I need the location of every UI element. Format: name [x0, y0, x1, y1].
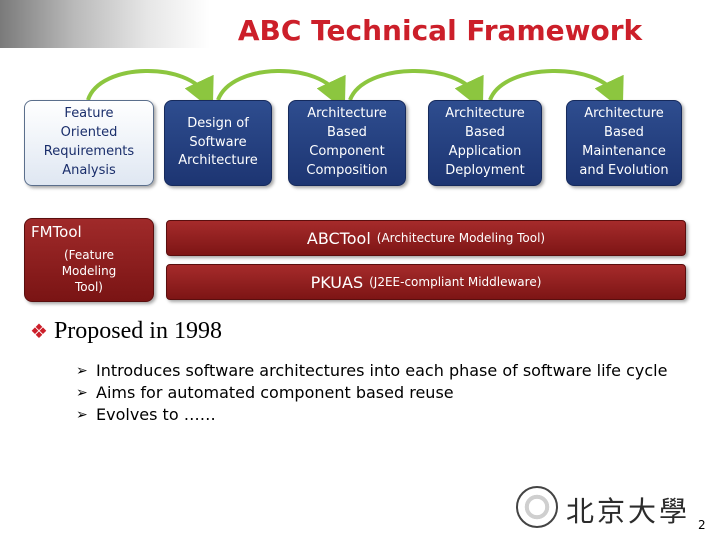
- arrow-bullet-icon: ➢: [76, 407, 88, 423]
- phase-box-deployment: Architecture Based Application Deploymen…: [428, 100, 542, 186]
- abctool-bar: ABCTool (Architecture Modeling Tool): [166, 220, 686, 256]
- bullet-text: Introduces software architectures into e…: [96, 361, 668, 380]
- abctool-description: (Architecture Modeling Tool): [376, 231, 546, 245]
- pkuas-description: (J2EE-compliant Middleware): [369, 275, 542, 289]
- heading-text: Proposed in 1998: [53, 318, 222, 344]
- pkuas-name: PKUAS: [310, 272, 364, 292]
- cycle-arrows: [86, 69, 624, 111]
- bullet-text: Aims for automated component based reuse: [96, 383, 454, 402]
- section-heading: ❖Proposed in 1998: [30, 318, 222, 345]
- list-item: ➢ Evolves to ……: [76, 404, 676, 426]
- phase-box-design: Design of Software Architecture: [164, 100, 272, 186]
- phase-label: Design of Software Architecture: [178, 115, 258, 169]
- arrow-icon: [86, 69, 214, 111]
- arrow-icon: [216, 69, 346, 111]
- pkuas-bar: PKUAS (J2EE-compliant Middleware): [166, 264, 686, 300]
- university-name: 北京大學: [566, 495, 691, 528]
- phase-box-maintenance: Architecture Based Maintenance and Evolu…: [566, 100, 682, 186]
- arrow-bullet-icon: ➢: [76, 363, 88, 379]
- phase-label: Architecture Based Application Deploymen…: [445, 106, 525, 178]
- arrow-icon: [348, 69, 484, 111]
- abctool-name: ABCTool: [306, 228, 371, 248]
- page-number: 2: [698, 518, 706, 532]
- fmtool-name: FMTool: [31, 223, 82, 241]
- arrow-icon: [488, 69, 624, 111]
- fmtool-box: FMTool (Feature Modeling Tool): [24, 218, 154, 302]
- list-item: ➢ Introduces software architectures into…: [76, 360, 676, 382]
- list-item: ➢ Aims for automated component based reu…: [76, 382, 676, 404]
- phase-box-requirements: Feature Oriented Requirements Analysis: [24, 100, 154, 186]
- slide-title: ABC Technical Framework: [237, 14, 643, 47]
- phase-label: Architecture Based Component Composition: [306, 106, 388, 178]
- header-photo: [0, 0, 210, 48]
- fmtool-description: (Feature Modeling Tool): [61, 248, 117, 295]
- phase-label: Feature Oriented Requirements Analysis: [43, 106, 135, 178]
- phase-label: Architecture Based Maintenance and Evolu…: [579, 106, 669, 178]
- phase-box-composition: Architecture Based Component Composition: [288, 100, 406, 186]
- university-seal-icon: [516, 486, 558, 528]
- diamond-bullet-icon: ❖: [30, 321, 48, 343]
- bullet-text: Evolves to ……: [96, 405, 216, 424]
- bullet-list: ➢ Introduces software architectures into…: [76, 360, 676, 426]
- arrow-bullet-icon: ➢: [76, 385, 88, 401]
